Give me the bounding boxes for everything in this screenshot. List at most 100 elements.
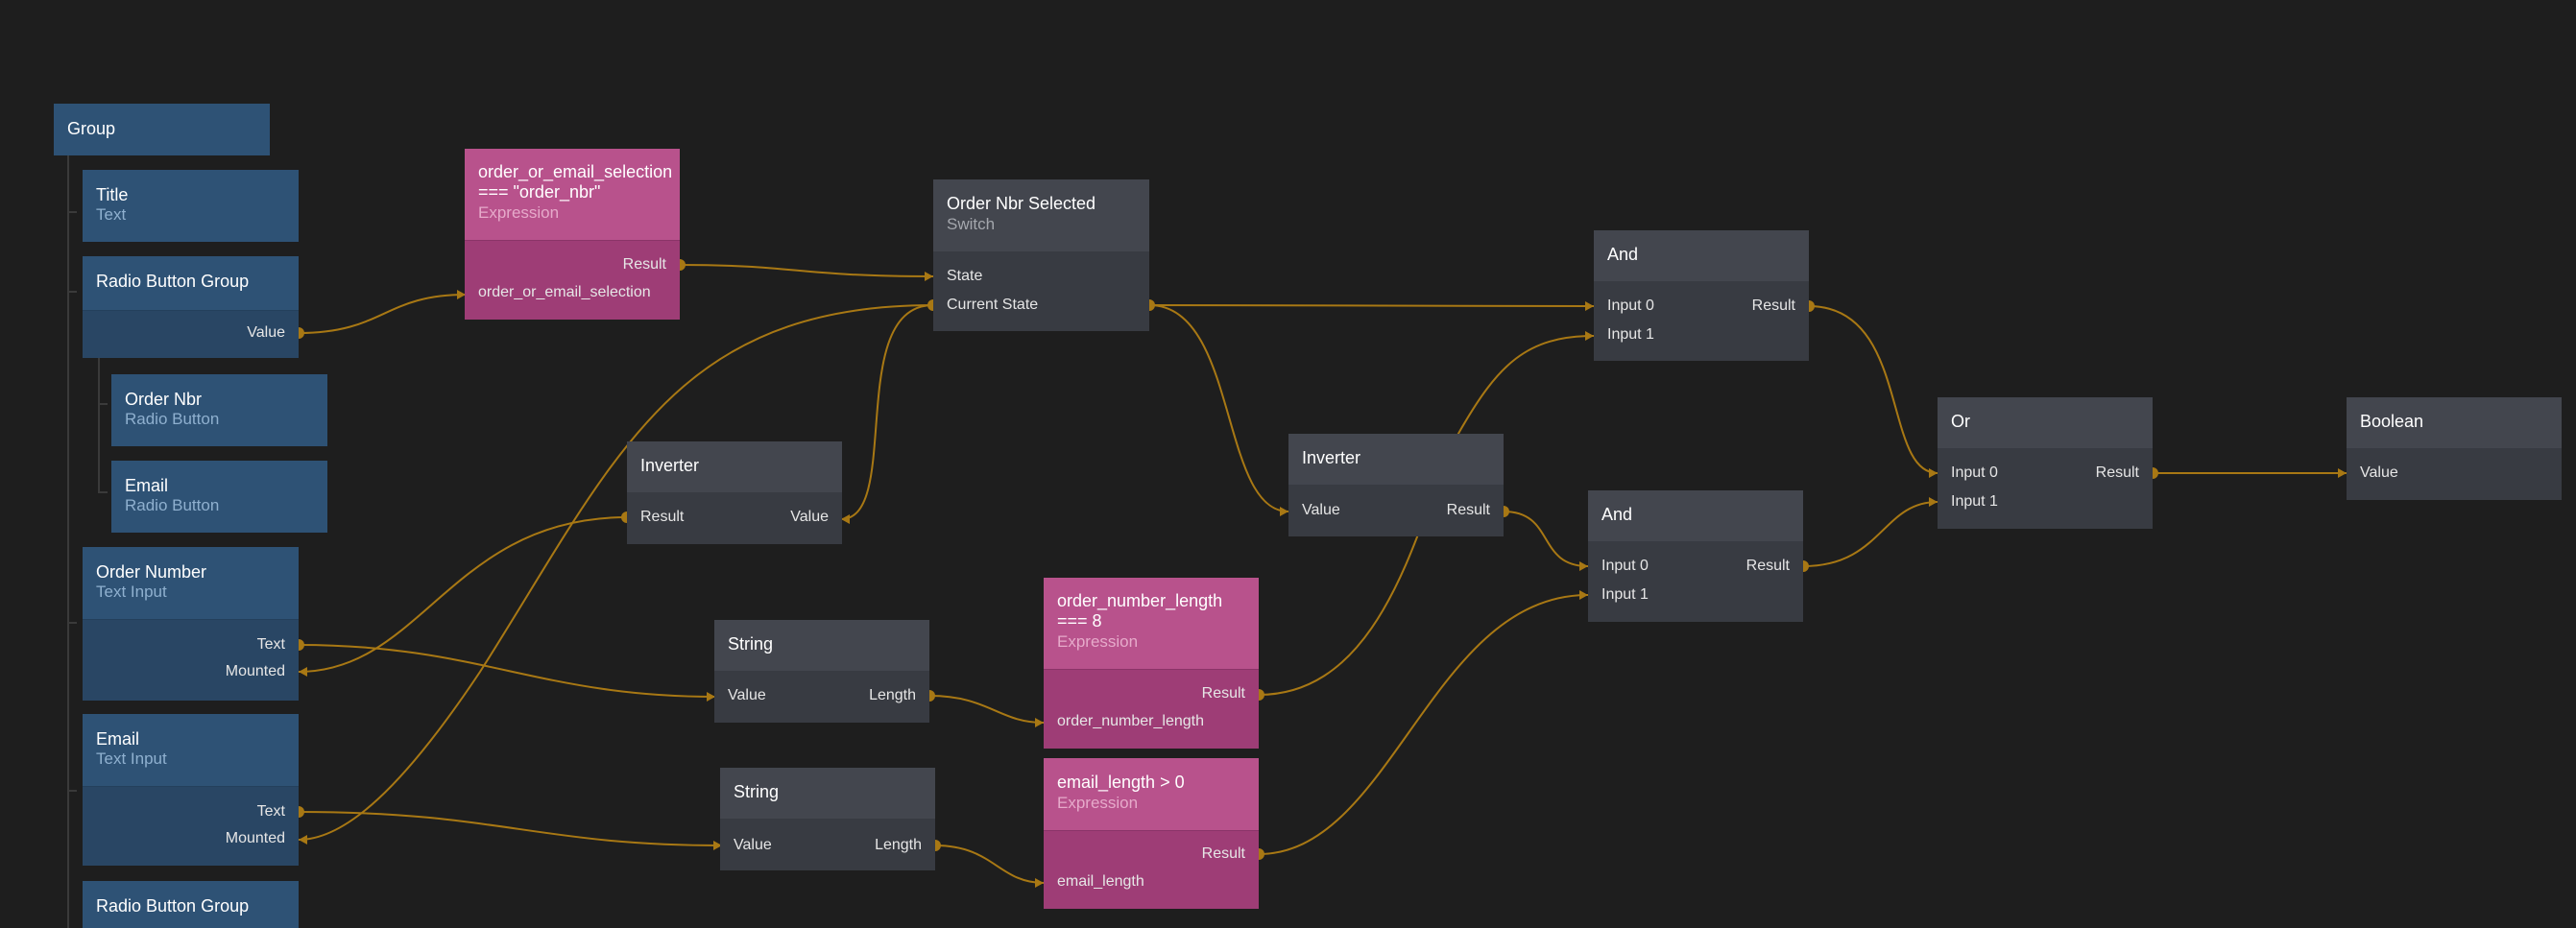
- arrow-expr-order-input: [1035, 718, 1044, 727]
- wire-string1-length-to-expr: [928, 695, 1045, 724]
- email-input-node[interactable]: Email Text Input Text Mounted: [83, 714, 299, 866]
- node-title-line2: === 8: [1057, 611, 1102, 631]
- port-input0[interactable]: Input 0: [1607, 297, 1654, 314]
- port-input1[interactable]: Input 1: [1607, 326, 1654, 343]
- tree-tick-1: [67, 211, 77, 213]
- arrow-boolean-value: [2338, 468, 2347, 478]
- port-mounted[interactable]: Mounted: [225, 830, 285, 846]
- port-input0[interactable]: Input 0: [1601, 558, 1649, 574]
- node-title: Email: [96, 729, 140, 749]
- tree-tick-2: [67, 291, 77, 293]
- wire-order-text-to-string1: [298, 644, 716, 698]
- group-title: Group: [67, 119, 116, 138]
- node-title: Inverter: [1302, 448, 1361, 467]
- tree-tick-5: [98, 403, 108, 405]
- radio-button-group-node[interactable]: Radio Button Group Value: [83, 256, 299, 358]
- port-result[interactable]: Result: [2095, 464, 2139, 481]
- arrow-or-input0: [1929, 468, 1938, 478]
- wire-inverter1-to-order-mounted: [298, 516, 628, 673]
- string-node-2[interactable]: String Value Length: [720, 768, 935, 870]
- arrow-selection-input: [457, 290, 466, 299]
- node-title-line2: === "order_nbr": [478, 182, 601, 202]
- email-radio-node[interactable]: Email Radio Button: [111, 461, 327, 533]
- port-result[interactable]: Result: [1751, 297, 1795, 314]
- port-input0[interactable]: Input 0: [1951, 464, 1998, 481]
- port-value[interactable]: Value: [247, 324, 285, 341]
- port-result[interactable]: Result: [1745, 558, 1790, 574]
- wire-selection-result-to-state: [679, 264, 934, 277]
- and-node-2[interactable]: And Input 0 Result Input 1: [1588, 490, 1803, 622]
- order-nbr-radio-node[interactable]: Order Nbr Radio Button: [111, 374, 327, 446]
- or-node[interactable]: Or Input 0 Result Input 1: [1938, 397, 2153, 529]
- group-node[interactable]: Group: [54, 104, 270, 155]
- arrow-inverter1-value: [841, 514, 850, 524]
- string-node-1[interactable]: String Value Length: [714, 620, 929, 723]
- port-length[interactable]: Length: [869, 687, 916, 703]
- port-text[interactable]: Text: [256, 803, 285, 820]
- port-result[interactable]: Result: [640, 509, 685, 525]
- tree-tick-6: [98, 491, 108, 493]
- node-subtitle: Text Input: [96, 750, 167, 768]
- arrow-and2-input1: [1579, 590, 1588, 600]
- arrow-and2-input0: [1579, 561, 1588, 571]
- port-length[interactable]: Length: [875, 837, 922, 853]
- order-number-input-node[interactable]: Order Number Text Input Text Mounted: [83, 547, 299, 701]
- and-node-1[interactable]: And Input 0 Result Input 1: [1594, 230, 1809, 361]
- port-input[interactable]: email_length: [1057, 873, 1144, 890]
- port-value[interactable]: Value: [728, 687, 766, 703]
- node-title: Order Nbr: [125, 390, 203, 409]
- wire-email-len-result-to-and2: [1258, 594, 1589, 855]
- node-subtitle: Text Input: [96, 583, 167, 601]
- wire-and1-to-or: [1808, 305, 1938, 474]
- boolean-node[interactable]: Boolean Value: [2347, 397, 2562, 500]
- arrow-state: [925, 272, 933, 281]
- radio-button-group-node-2[interactable]: Radio Button Group: [83, 881, 299, 928]
- port-mounted[interactable]: Mounted: [225, 663, 285, 679]
- wire-current-state-to-text-mounted: [298, 304, 934, 841]
- port-input1[interactable]: Input 1: [1601, 586, 1649, 603]
- node-subtitle: Switch: [947, 215, 996, 233]
- node-subtitle: Expression: [1057, 632, 1139, 651]
- port-input[interactable]: order_number_length: [1057, 713, 1204, 729]
- port-input[interactable]: order_or_email_selection: [478, 284, 651, 300]
- port-result[interactable]: Result: [1201, 845, 1245, 862]
- tree-line-radio-children: [98, 357, 100, 493]
- arrow-string1-value: [707, 692, 715, 702]
- arrow-expr-email-input: [1035, 878, 1044, 888]
- node-subtitle: Expression: [478, 203, 560, 222]
- wire-radio-value-to-selection: [298, 294, 467, 334]
- port-value[interactable]: Value: [2360, 464, 2398, 481]
- node-title: Radio Button Group: [96, 272, 250, 291]
- expression-order-length-node[interactable]: order_number_length === 8 Expression Res…: [1044, 578, 1259, 749]
- wire-current-state-to-inverter2: [1148, 304, 1289, 512]
- node-title: Title: [96, 185, 129, 204]
- node-subtitle: Text: [96, 205, 127, 224]
- expression-email-length-node[interactable]: email_length > 0 Expression Result email…: [1044, 758, 1259, 909]
- node-title: And: [1607, 245, 1639, 264]
- port-value[interactable]: Value: [790, 509, 829, 525]
- node-title: And: [1601, 505, 1633, 524]
- switch-node[interactable]: Order Nbr Selected Switch State Current …: [933, 179, 1149, 331]
- tree-tick-3: [67, 622, 77, 624]
- node-title-line1: order_or_email_selection: [478, 162, 673, 181]
- port-value[interactable]: Value: [734, 837, 772, 853]
- node-subtitle: Radio Button: [125, 496, 220, 514]
- port-state[interactable]: State: [947, 268, 983, 284]
- port-text[interactable]: Text: [256, 636, 285, 653]
- port-result[interactable]: Result: [1446, 502, 1490, 518]
- port-result[interactable]: Result: [622, 256, 666, 273]
- node-title: Or: [1951, 412, 1970, 431]
- inverter-node-2[interactable]: Inverter Value Result: [1288, 434, 1504, 536]
- expression-selection-node[interactable]: order_or_email_selection === "order_nbr"…: [465, 149, 680, 320]
- port-value[interactable]: Value: [1302, 502, 1340, 518]
- port-result[interactable]: Result: [1201, 685, 1245, 702]
- port-current-state[interactable]: Current State: [947, 297, 1039, 313]
- node-title: Order Nbr Selected: [947, 194, 1096, 213]
- wire-string2-length-to-expr: [934, 845, 1045, 884]
- tree-line-main: [67, 155, 69, 928]
- node-title: Radio Button Group: [96, 896, 250, 916]
- title-text-node[interactable]: Title Text: [83, 170, 299, 242]
- port-input1[interactable]: Input 1: [1951, 493, 1998, 510]
- inverter-node-1[interactable]: Inverter Result Value: [627, 441, 842, 544]
- node-title: String: [734, 782, 780, 801]
